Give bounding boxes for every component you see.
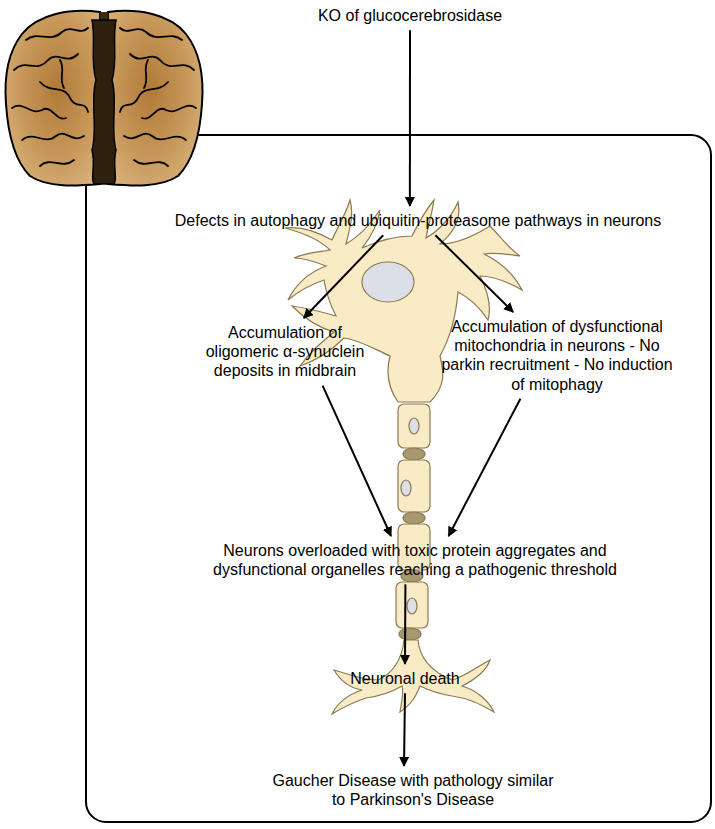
node-text: KO of glucocerebrosidase xyxy=(282,6,538,25)
text-node: KO of glucocerebrosidase xyxy=(280,5,540,26)
node-text: Defects in autophagy and ubiquitin-prote… xyxy=(130,211,706,230)
arrow xyxy=(304,235,383,318)
text-node: Accumulation of oligomeric α-synuclein d… xyxy=(191,322,379,382)
arrow xyxy=(404,693,405,766)
node-text: Neuronal death xyxy=(332,669,478,688)
brain xyxy=(6,11,203,186)
text-node: Gaucher Disease with pathology similar t… xyxy=(263,770,563,810)
arrow xyxy=(449,399,521,536)
node-text: Neurons overloaded with toxic protein ag… xyxy=(177,541,653,579)
arrow xyxy=(323,386,391,536)
arrow xyxy=(435,235,513,312)
arrow xyxy=(404,584,406,664)
text-node: Accumulation of dysfunctional mitochondr… xyxy=(435,316,679,395)
neuron xyxy=(285,200,522,714)
node-text: Gaucher Disease with pathology similar t… xyxy=(265,771,561,809)
arrow xyxy=(409,30,411,206)
node-text: Accumulation of oligomeric α-synuclein d… xyxy=(193,323,377,381)
text-node: Defects in autophagy and ubiquitin-prote… xyxy=(128,210,708,231)
text-node: Neuronal death xyxy=(330,668,480,689)
frame xyxy=(86,135,711,822)
text-node: Neurons overloaded with toxic protein ag… xyxy=(175,540,655,580)
node-text: Accumulation of dysfunctional mitochondr… xyxy=(437,317,677,394)
